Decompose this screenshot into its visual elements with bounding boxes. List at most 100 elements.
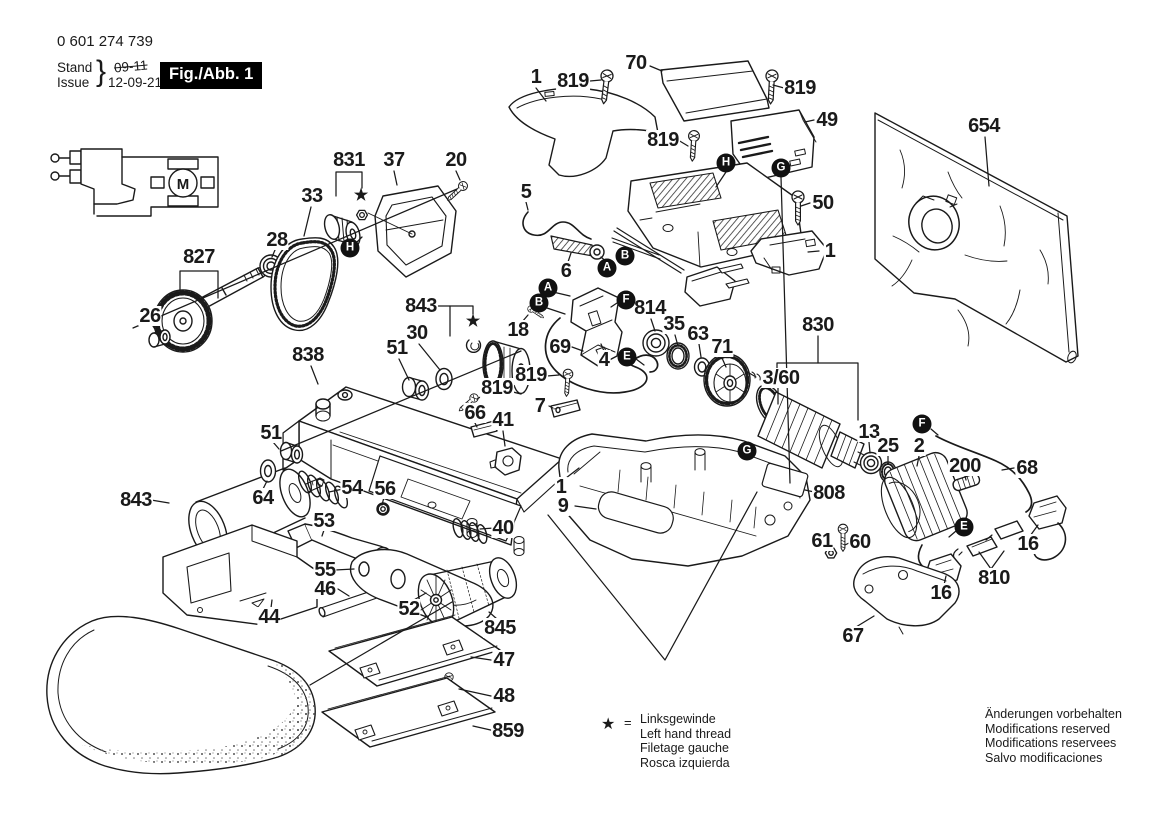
- frame-838-drawing: [282, 386, 569, 556]
- leader-line: [418, 343, 441, 371]
- leader-line: [179, 270, 219, 299]
- leader-line: [990, 550, 1005, 570]
- part-label-56: 56: [373, 478, 397, 500]
- leader-line: [272, 441, 280, 450]
- sleeve-26-drawing: [148, 329, 171, 348]
- part-label-50: 50: [811, 192, 835, 214]
- carbon-brushes-810-drawing: [952, 520, 1024, 559]
- grip-67-drawing: [853, 556, 960, 635]
- leader-line: [807, 250, 820, 253]
- part-label-819: 819: [783, 77, 817, 99]
- housing-bottom-1-drawing: [558, 433, 811, 567]
- leader-line: [455, 170, 461, 181]
- part-label-71: 71: [710, 336, 734, 358]
- part-label-28: 28: [265, 229, 289, 251]
- wire-68-drawing: [935, 435, 1033, 513]
- legend-line-es: Rosca izquierda: [640, 755, 730, 770]
- part-label-66: 66: [463, 402, 487, 424]
- note-de: Änderungen vorbehalten: [985, 707, 1122, 721]
- part-label-69: 69: [548, 336, 572, 358]
- stand-label: Stand: [57, 60, 93, 75]
- part-label-25: 25: [876, 435, 900, 457]
- part-label-30: 30: [405, 322, 429, 344]
- leader-line: [502, 430, 506, 447]
- part-label-49: 49: [815, 109, 839, 131]
- leader-line: [868, 441, 871, 454]
- leader-line: [674, 334, 679, 347]
- leader-line: [610, 302, 618, 308]
- part-7-drawing: [550, 399, 581, 418]
- leader-line: [650, 318, 656, 332]
- left-hand-thread-star-icon: ★: [353, 187, 369, 204]
- part-label-53: 53: [312, 510, 336, 532]
- ring-63-drawing: [693, 357, 711, 377]
- part-label-41: 41: [491, 409, 515, 431]
- leader-line: [948, 530, 957, 538]
- leader-line: [152, 325, 159, 335]
- legend-equals: =: [624, 715, 632, 730]
- document-number: 0 601 274 739: [57, 33, 153, 50]
- plate-859-drawing: [321, 675, 496, 748]
- drive-belt-33-drawing: [270, 237, 339, 332]
- part-label-808: 808: [812, 482, 846, 504]
- part-label-843: 843: [119, 489, 153, 511]
- pad-66-drawing: [470, 420, 498, 438]
- leader-line: [474, 422, 478, 428]
- part-label-40: 40: [491, 517, 515, 539]
- leader-line: [321, 529, 325, 537]
- part-label-7: 7: [533, 395, 547, 417]
- part-label-838: 838: [291, 344, 325, 366]
- wire-connector-B: B: [529, 293, 549, 313]
- wire-connector-F: F: [616, 290, 636, 310]
- wire-connector-G: G: [771, 158, 791, 178]
- leader-line: [398, 358, 410, 381]
- part-label-16: 16: [1016, 533, 1040, 555]
- leader-line: [337, 588, 350, 597]
- part-label-9: 9: [556, 495, 570, 517]
- leader-line: [574, 505, 597, 510]
- wire-connector-A: A: [538, 278, 558, 298]
- part-label-48: 48: [492, 685, 516, 707]
- leader-line: [303, 206, 312, 237]
- part-label-814: 814: [633, 297, 667, 319]
- leader-line: [310, 365, 319, 385]
- part-label-44: 44: [257, 606, 281, 628]
- leader-line: [280, 350, 522, 452]
- part-label-60: 60: [848, 531, 872, 553]
- leader-line: [715, 171, 727, 188]
- part-label-55: 55: [313, 559, 337, 581]
- switch-4-drawing: [570, 287, 623, 367]
- part-label-5: 5: [519, 181, 533, 203]
- bushing-51-drawing: [401, 376, 430, 401]
- leader-line: [855, 615, 875, 628]
- leader-line: [262, 480, 268, 490]
- leader-line: [780, 176, 791, 484]
- leader-line: [571, 346, 584, 352]
- part-label-200: 200: [948, 455, 982, 477]
- part-label-18: 18: [506, 319, 530, 341]
- leader-line: [525, 201, 529, 211]
- part-label-54: 54: [340, 477, 364, 499]
- housing-end-1-drawing: [750, 230, 828, 276]
- part-label-845: 845: [483, 617, 517, 639]
- leader-line: [964, 475, 967, 481]
- leader-line: [772, 84, 785, 89]
- leader-line: [600, 343, 605, 352]
- leader-line: [546, 374, 560, 377]
- spring-40-drawing: [452, 518, 488, 544]
- part-label-68: 68: [1015, 457, 1039, 479]
- part-label-859: 859: [491, 720, 525, 742]
- wire-connector-E: E: [954, 517, 974, 537]
- part-label-61: 61: [810, 530, 834, 552]
- modifications-notes: Änderungen vorbehalten Modifications res…: [985, 707, 1122, 765]
- leader-line: [800, 202, 811, 207]
- part-label-46: 46: [313, 578, 337, 600]
- leader-line: [984, 136, 990, 187]
- leader-line: [543, 306, 566, 315]
- legend-star-icon: ★: [601, 716, 616, 733]
- wire-connector-G: G: [737, 441, 757, 461]
- note-es: Salvo modificaciones: [985, 750, 1103, 765]
- part-label-1: 1: [823, 240, 837, 262]
